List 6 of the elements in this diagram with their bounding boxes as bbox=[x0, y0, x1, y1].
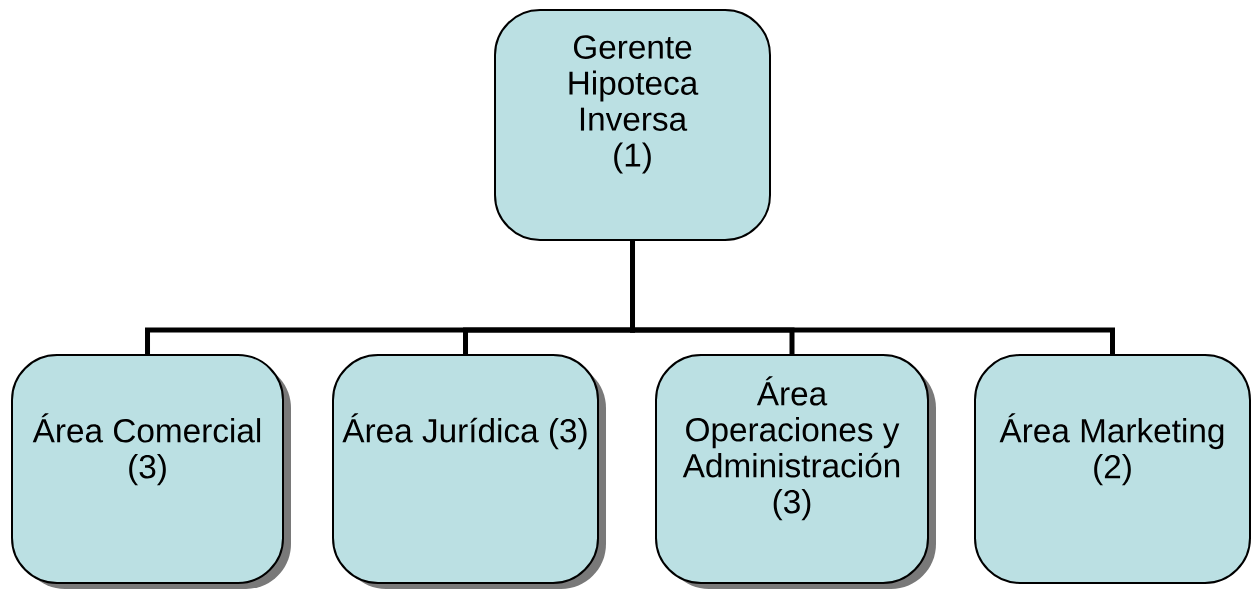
connector-line bbox=[630, 241, 1115, 354]
org-box: Área Jurídica (3) bbox=[332, 354, 606, 589]
org-box: Área Comercial (3) bbox=[11, 354, 291, 589]
org-box: Área Operaciones y Administración (3) bbox=[655, 354, 936, 589]
org-box: Gerente Hipoteca Inversa (1) bbox=[494, 9, 771, 241]
org-box: Área Marketing (2) bbox=[974, 354, 1251, 584]
